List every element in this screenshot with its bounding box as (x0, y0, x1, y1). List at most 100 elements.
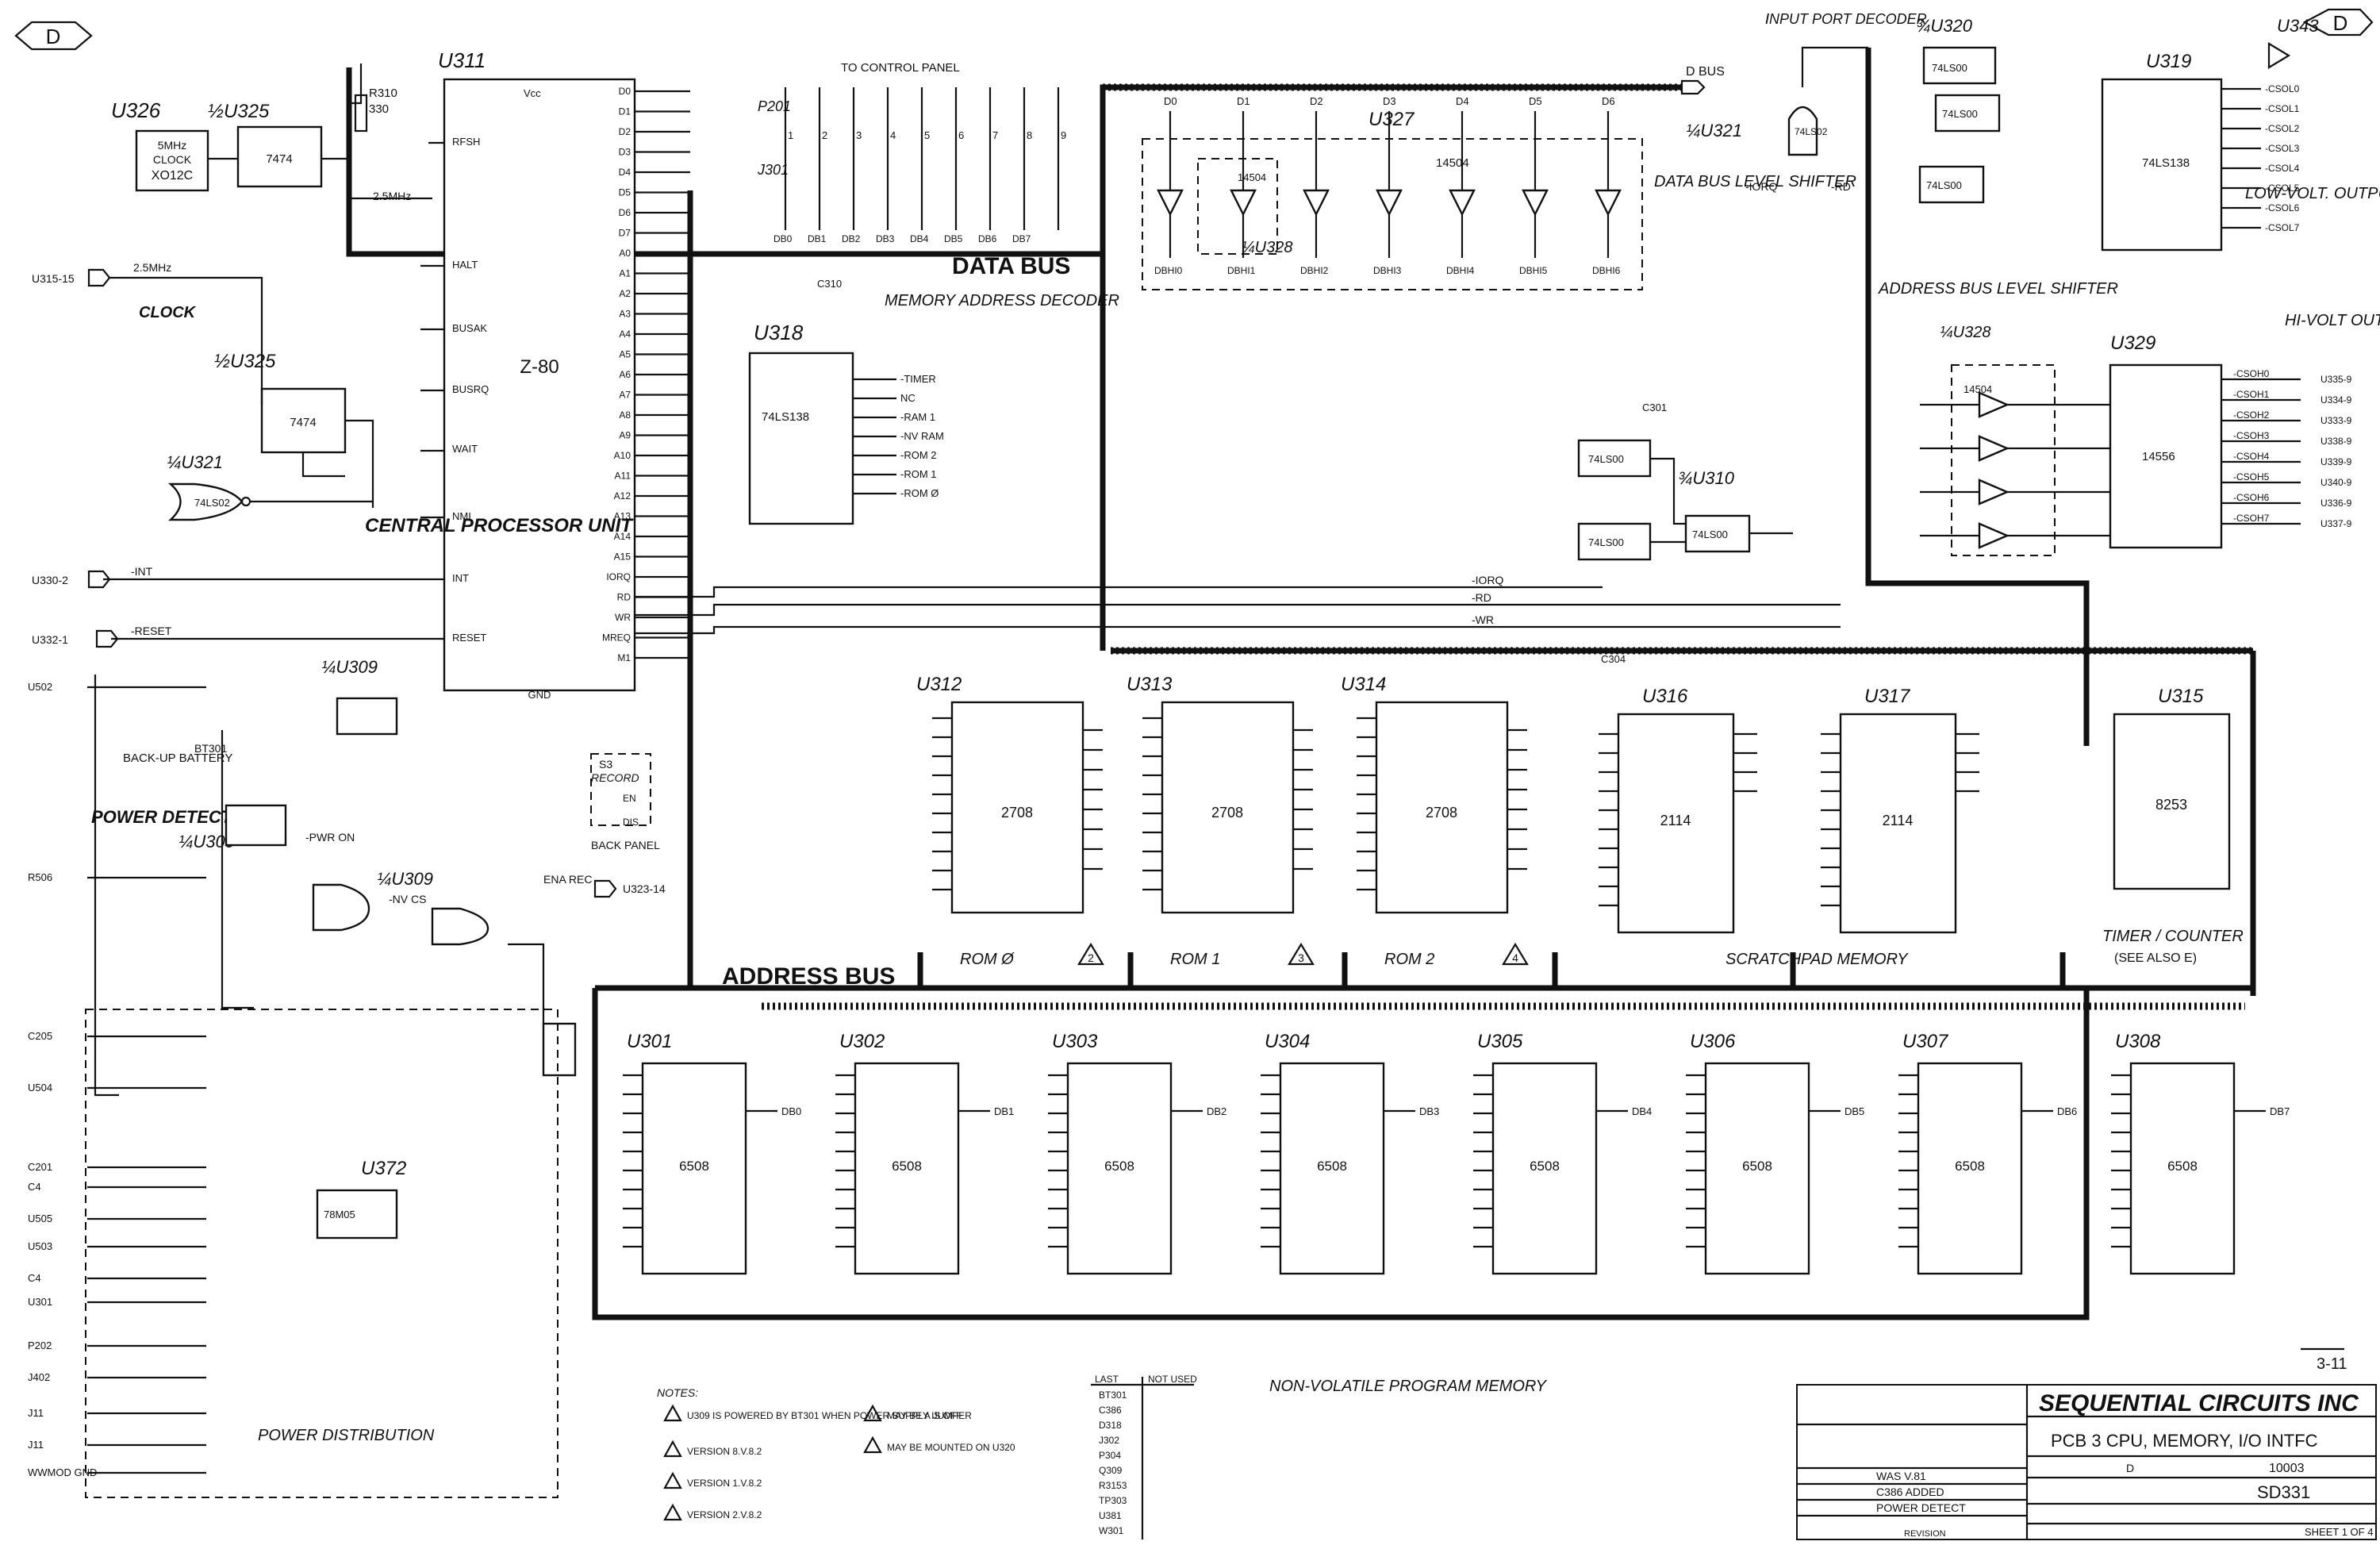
u319-output-label: -CSOL4 (2265, 163, 2300, 174)
cpu-pin-label: A8 (619, 409, 631, 421)
shifter-input-label: D4 (1456, 95, 1469, 107)
svg-text:U326: U326 (111, 98, 161, 122)
svg-text:PCB 3 CPU, MEMORY, I/O INTFC: PCB 3 CPU, MEMORY, I/O INTFC (2051, 1431, 2318, 1451)
last-used-item: TP303 (1099, 1495, 1127, 1506)
power-net-label: U505 (28, 1213, 52, 1224)
cp-pin-number: 2 (822, 129, 827, 141)
svg-text:U319: U319 (2146, 51, 2191, 72)
svg-text:8253: 8253 (2155, 797, 2187, 813)
svg-text:XO12C: XO12C (152, 169, 193, 183)
note-mark: 4 (1512, 951, 1518, 964)
rom-chip (1161, 701, 1295, 914)
note-triangle (663, 1471, 682, 1489)
nv-part: 6508 (1317, 1159, 1347, 1174)
cp-pin-number: 7 (992, 129, 998, 141)
svg-text:BACK-UP BATTERY: BACK-UP BATTERY (123, 751, 232, 765)
cp-net-label: DB2 (842, 233, 861, 244)
cp-pin-number: 5 (924, 129, 930, 141)
svg-text:14504: 14504 (1436, 156, 1469, 170)
interrupt-reset-lines: U330-2 -INT U332-1 -RESET (32, 565, 172, 648)
rom-label: ROM Ø (960, 951, 1015, 968)
svg-text:SEQUENTIAL CIRCUITS INC: SEQUENTIAL CIRCUITS INC (2039, 1390, 2359, 1416)
nv-part: 6508 (2167, 1159, 2198, 1174)
svg-text:U315-15: U315-15 (32, 272, 75, 285)
svg-text:U332-1: U332-1 (32, 633, 68, 646)
shifter-input-label: D3 (1383, 95, 1396, 107)
svg-text:U311: U311 (438, 48, 486, 72)
cp-net-label: DB4 (910, 233, 929, 244)
svg-text:TIMER / COUNTER: TIMER / COUNTER (2102, 928, 2244, 945)
cpu-pin-label: D2 (619, 126, 631, 137)
power-net-label: P202 (28, 1340, 52, 1351)
cp-pin-number: 4 (890, 129, 896, 141)
cpu-pin-label: IORQ (606, 571, 631, 582)
svg-text:U372: U372 (361, 1158, 406, 1179)
note-mark: 3 (1298, 951, 1304, 964)
svg-text:-WR: -WR (1472, 613, 1494, 626)
shifter-output-label: DBHI4 (1446, 265, 1475, 276)
nv-chip (1917, 1062, 2023, 1275)
svg-text:74LS00: 74LS00 (1588, 536, 1624, 548)
svg-text:LAST: LAST (1095, 1374, 1119, 1385)
address-shifter-buffers (1920, 391, 2110, 549)
cpu-pin-label: D6 (619, 207, 631, 218)
u319-output-label: -CSOL0 (2265, 83, 2300, 94)
svg-text:U329: U329 (2110, 332, 2155, 354)
cpu-pin-label: D0 (619, 86, 631, 97)
note-text: VERSION 8.V.8.2 (687, 1446, 762, 1457)
u329-ext-label: U336-9 (2320, 498, 2352, 509)
nv-data-label: DB7 (2270, 1105, 2290, 1117)
power-net-label: U502 (28, 681, 52, 693)
cp-pin-number: 8 (1027, 129, 1032, 141)
scratchpad-label: SCRATCHPAD MEMORY (1726, 951, 1909, 968)
buffer-triangle (1978, 391, 2010, 418)
svg-text:2.5MHz: 2.5MHz (373, 190, 411, 202)
svg-text:Z-80: Z-80 (520, 356, 559, 378)
u319-outputs: -CSOL0-CSOL1-CSOL2-CSOL3-CSOL4-CSOL5-CSO… (2221, 83, 2300, 233)
u329-ext-label: U339-9 (2320, 456, 2352, 467)
svg-text:BUSAK: BUSAK (452, 322, 487, 334)
u329-output-label: -CSOH6 (2233, 492, 2270, 503)
u319-output-label: -CSOL5 (2265, 183, 2300, 194)
cpu-pin-label: A2 (619, 288, 631, 299)
svg-text:D BUS: D BUS (1686, 65, 1725, 79)
buffer-triangle (1595, 189, 1622, 217)
svg-text:MEMORY ADDRESS DECODER: MEMORY ADDRESS DECODER (885, 292, 1119, 309)
rom-ref: U312 (916, 674, 962, 695)
rom-label: ROM 1 (1170, 951, 1220, 968)
cpu-pin-label: A13 (614, 511, 631, 522)
output-port-decoder-high: U329 14556 HI-VOLT OUTPUT PORT DECODER -… (2109, 312, 2380, 549)
rom-part: 2708 (1211, 805, 1243, 821)
svg-text:S3: S3 (599, 758, 612, 771)
u319-output-label: -CSOL2 (2265, 123, 2300, 134)
power-net-label: U301 (28, 1296, 52, 1308)
shifter-input-label: D5 (1529, 95, 1542, 107)
power-net-label: J402 (28, 1371, 50, 1383)
svg-text:INPUT PORT DECODER: INPUT PORT DECODER (1765, 11, 1927, 27)
cpu-pin-label: A5 (619, 349, 631, 360)
u329-output-label: -CSOH1 (2233, 389, 2270, 400)
u329-ext-label: U333-9 (2320, 415, 2352, 426)
svg-text:14504: 14504 (1238, 171, 1266, 183)
nv-ref: U302 (839, 1031, 885, 1052)
svg-text:¼U328: ¼U328 (1242, 239, 1293, 256)
power-net-label: J11 (28, 1407, 44, 1419)
note-text: U309 IS POWERED BY BT301 WHEN POWER SUPP… (687, 1410, 962, 1421)
last-used-item: BT301 (1099, 1389, 1127, 1401)
nv-ref: U304 (1265, 1031, 1310, 1052)
nv-ref: U308 (2115, 1031, 2161, 1052)
svg-text:74LS00: 74LS00 (1692, 529, 1728, 540)
svg-text:¼U328: ¼U328 (1940, 324, 1991, 341)
u329-ext-label: U337-9 (2320, 518, 2352, 529)
svg-text:J301: J301 (757, 162, 789, 178)
buffer-triangle (1978, 435, 2010, 462)
svg-text:REVISION: REVISION (1904, 1529, 1946, 1539)
power-net-label: J11 (28, 1439, 44, 1451)
last-used-item: W301 (1099, 1525, 1124, 1536)
output-port-decoder-low: ¾U320 74LS00 74LS00 74LS00 U319 74LS138 … (1916, 16, 2380, 252)
svg-text:BT301: BT301 (194, 742, 227, 755)
